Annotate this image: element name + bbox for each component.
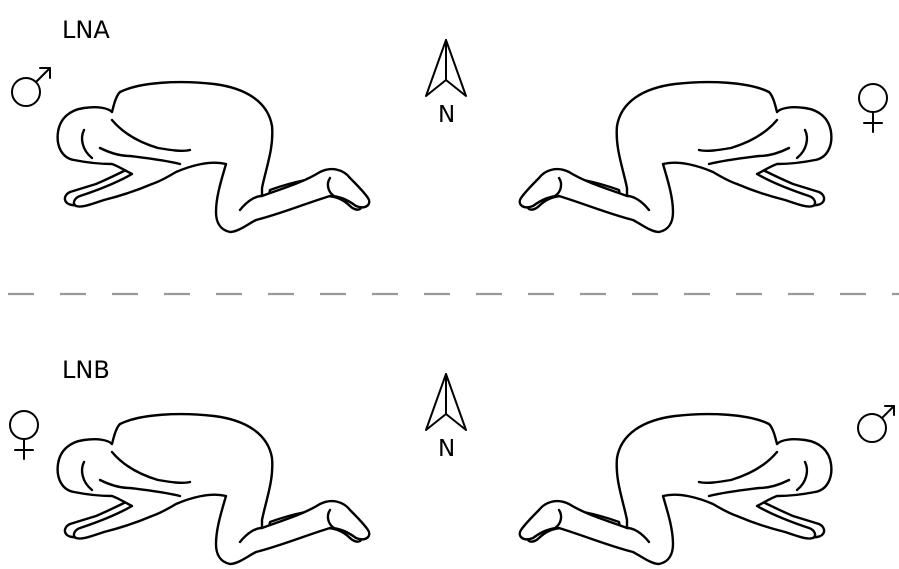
skeleton-figure-left — [58, 414, 370, 564]
panel-lna: LNA N — [12, 16, 887, 232]
north-arrow-icon — [426, 374, 466, 430]
female-symbol-icon — [10, 411, 38, 459]
skeleton-figure-right — [520, 82, 832, 232]
skeleton-figure-left — [58, 82, 370, 232]
north-label: N — [438, 102, 455, 128]
panel-lnb: LNB N — [10, 356, 894, 564]
skeleton-figure-right — [520, 414, 832, 564]
north-label: N — [438, 436, 455, 462]
panel-label-lna: LNA — [62, 16, 110, 44]
panel-label-lnb: LNB — [62, 356, 110, 384]
male-symbol-icon — [12, 68, 50, 106]
male-symbol-icon — [858, 406, 894, 442]
north-arrow-icon — [426, 40, 466, 96]
female-symbol-icon — [859, 84, 887, 132]
